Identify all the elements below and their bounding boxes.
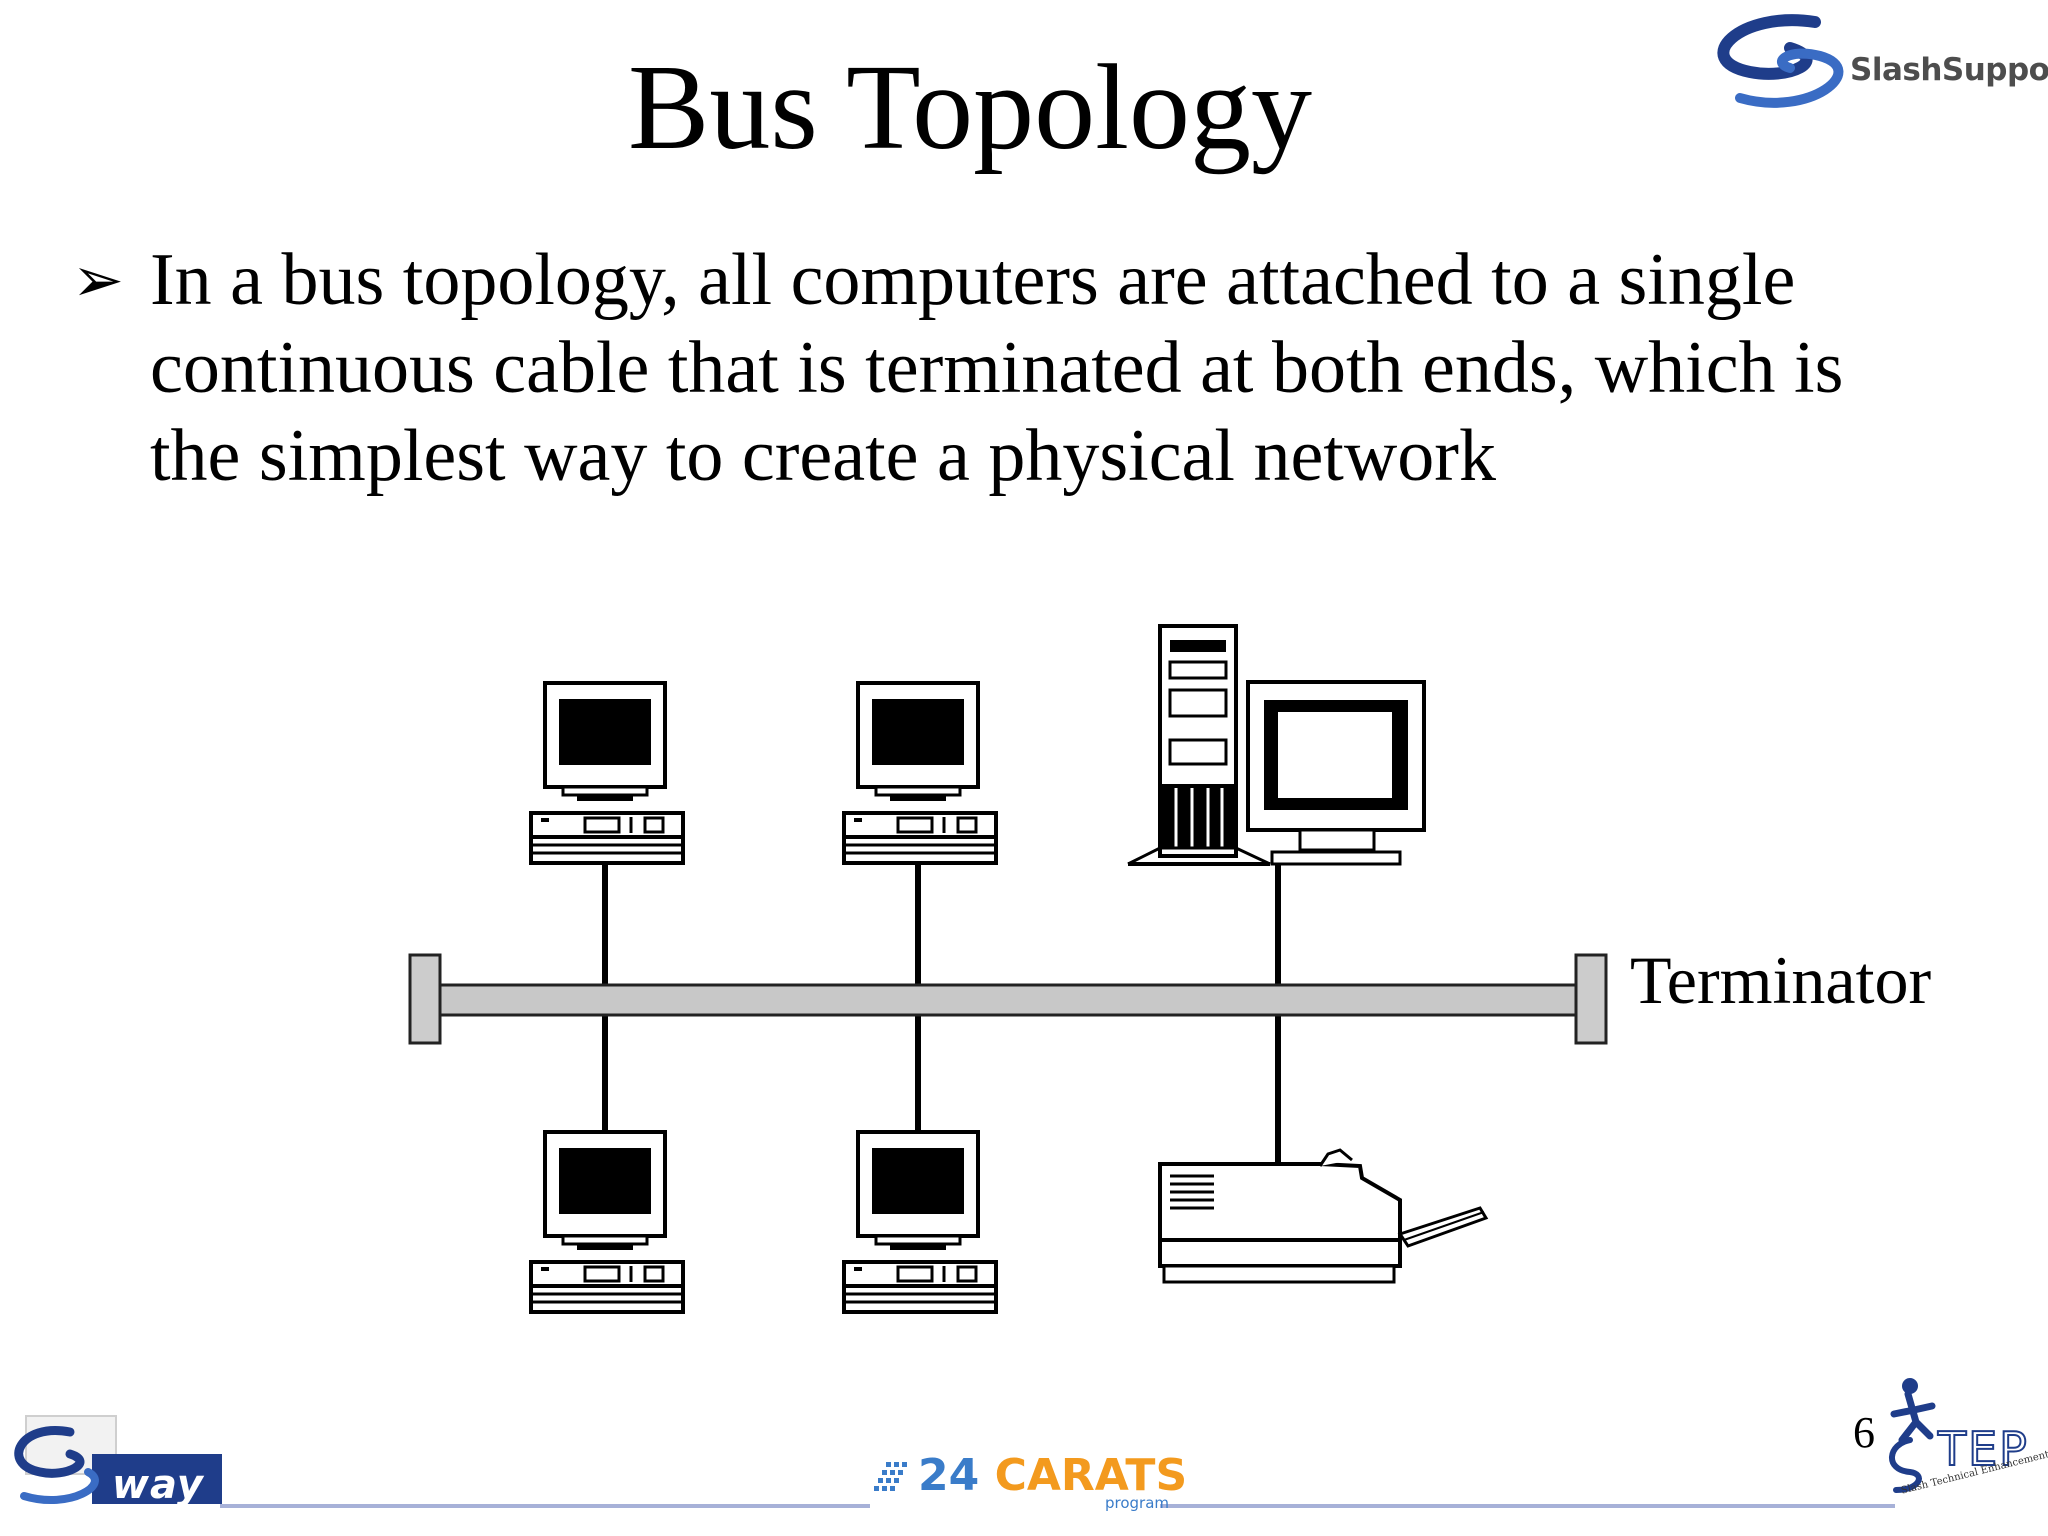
footer-line-left	[220, 1504, 870, 1508]
printer-icon	[1158, 1148, 1489, 1284]
computer-icon	[529, 1130, 685, 1314]
bullet-line-1: In a bus topology, all computers are att…	[150, 239, 1796, 321]
bullet-line-3: the simplest way to create a physical ne…	[150, 415, 1496, 497]
sway-logo-text: way	[112, 1462, 204, 1508]
slashsupport-logo-text: SlashSupport	[1850, 52, 2048, 88]
carats-logo-sub: program	[1105, 1494, 1170, 1512]
carats-logo-number: 24	[918, 1450, 980, 1501]
slashsupport-logo-icon	[1717, 14, 1844, 108]
computer-icon	[529, 681, 685, 865]
slide-title: Bus Topology	[627, 40, 1313, 175]
terminator-left	[408, 953, 442, 1045]
sway-logo-icon	[14, 1415, 222, 1504]
carats-grid-icon	[874, 1462, 907, 1491]
page-number: 6	[1853, 1408, 1875, 1457]
carats-logo: 24 CARATS	[918, 1450, 1187, 1501]
terminator-right	[1574, 953, 1608, 1045]
step-logo-icon	[1889, 1378, 1936, 1493]
carats-logo-word: CARATS	[994, 1450, 1188, 1501]
bullet-arrow-icon: ➢	[72, 243, 124, 316]
computer-icon	[842, 1130, 998, 1314]
bullet-line-2: continuous cable that is terminated at b…	[150, 327, 1844, 409]
terminator-label: Terminator	[1630, 942, 1932, 1018]
server-icon	[1127, 624, 1426, 866]
step-logo-text: TEP	[1937, 1421, 2029, 1477]
computer-icon	[842, 681, 998, 865]
footer-line-right	[1160, 1504, 1895, 1508]
bus-cable	[438, 983, 1578, 1017]
